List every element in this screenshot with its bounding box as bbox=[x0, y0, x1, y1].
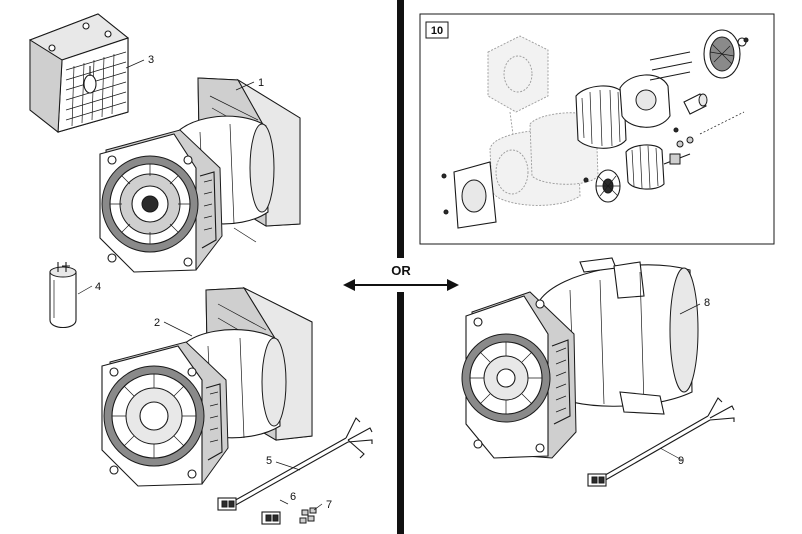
inset-number: 10 bbox=[431, 25, 443, 37]
callout-8: 8 bbox=[704, 297, 710, 309]
callout-2: 2 bbox=[154, 317, 160, 329]
capacitor bbox=[49, 262, 77, 329]
or-label: OR bbox=[391, 263, 411, 278]
connector-6 bbox=[261, 511, 281, 525]
callout-7: 7 bbox=[326, 499, 332, 511]
callout-1: 1 bbox=[258, 77, 264, 89]
or-arrow: OR bbox=[343, 262, 459, 291]
wiring-harness-9 bbox=[587, 397, 735, 487]
callout-9: 9 bbox=[678, 455, 684, 467]
center-divider bbox=[397, 0, 404, 534]
callout-3: 3 bbox=[148, 54, 154, 66]
alternator-assembly-2 bbox=[101, 286, 313, 487]
terminal-cover bbox=[28, 13, 130, 133]
terminals-7 bbox=[299, 507, 317, 524]
alternator-assembly-1 bbox=[99, 77, 301, 273]
wiring-harness-5 bbox=[217, 417, 373, 511]
inset-number-box bbox=[425, 21, 449, 39]
callout-6: 6 bbox=[290, 491, 296, 503]
callout-5: 5 bbox=[266, 455, 272, 467]
callout-numbers: 3 1 2 4 5 6 7 8 9 bbox=[95, 54, 710, 511]
callout-4: 4 bbox=[95, 281, 101, 293]
exploded-view-inset: 10 bbox=[419, 13, 775, 245]
callout-leaders bbox=[77, 59, 701, 511]
alternator-assembly-8 bbox=[461, 257, 699, 459]
